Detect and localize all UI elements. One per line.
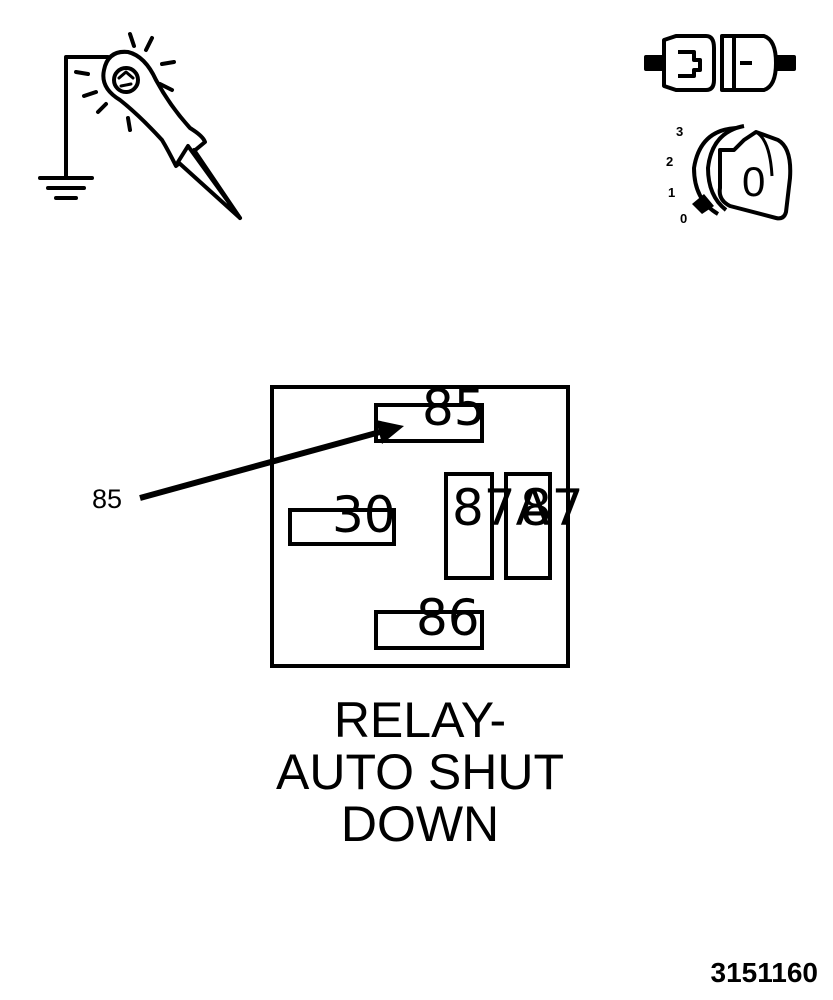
figure-number: 3151160 [711, 957, 818, 988]
caption-line-1: RELAY- [334, 692, 506, 748]
terminal-30-label: 30 [332, 486, 396, 544]
terminal-87-slot [504, 472, 552, 580]
terminal-86-label: 86 [416, 589, 480, 647]
connector-disconnected-icon [644, 34, 796, 92]
ignition-key-icon [717, 130, 793, 221]
key-label: 0 [742, 158, 765, 205]
relay-outline [270, 385, 570, 668]
test-light-probe-icon [38, 32, 242, 220]
terminal-87-label: 87 [520, 479, 584, 537]
ignition-position-1: 1 [668, 185, 675, 200]
callout-label: 85 [92, 484, 122, 514]
caption-line-3: DOWN [341, 796, 499, 852]
light-rays-icon [74, 32, 176, 132]
terminal-85-slot [374, 403, 484, 443]
ignition-pointer [692, 194, 714, 214]
wire-right [774, 55, 796, 71]
terminal-86-slot [374, 610, 484, 650]
terminal-87a-slot [444, 472, 494, 580]
ground-lead [64, 55, 110, 180]
terminal-87a-label: 87A [452, 479, 550, 537]
callout-arrow-icon [139, 420, 404, 501]
terminal-85-label: 85 [422, 379, 486, 437]
ignition-position-0: 0 [680, 211, 687, 226]
ground-symbol-icon [38, 176, 94, 200]
connector-male-half [662, 34, 716, 92]
ignition-position-2: 2 [666, 154, 673, 169]
ignition-position-3: 3 [676, 124, 683, 139]
wire-left [644, 55, 666, 71]
ignition-switch-icon: 3 2 1 0 0 [666, 124, 793, 226]
relay-body: 85 30 87A 87 86 [270, 379, 584, 668]
caption-line-2: AUTO SHUT [276, 744, 564, 800]
terminal-30-slot [288, 508, 396, 546]
